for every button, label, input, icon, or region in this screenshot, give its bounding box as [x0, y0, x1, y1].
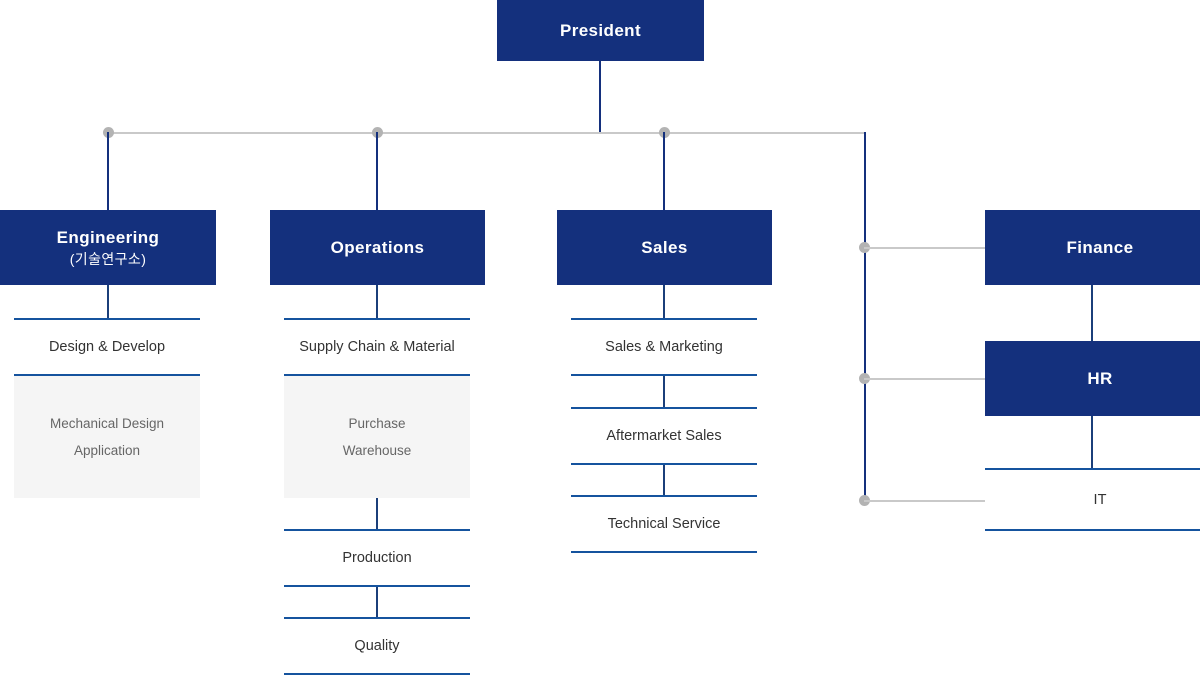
- connector-hr-to-it: [1091, 416, 1093, 469]
- hr-label: HR: [1087, 368, 1113, 388]
- org-unit-quality[interactable]: Quality: [284, 617, 470, 675]
- connector-operations-to-unit-3: [376, 587, 378, 618]
- org-node-sales[interactable]: Sales: [557, 210, 772, 285]
- production-label: Production: [342, 550, 412, 566]
- engineering-label: Engineering: [56, 227, 160, 247]
- connector-drop-operations: [376, 132, 378, 210]
- connector-right-spine: [864, 132, 866, 502]
- connector-drop-engineering: [107, 132, 109, 210]
- org-node-finance[interactable]: Finance: [985, 210, 1200, 285]
- connector-branch-it: [864, 500, 985, 502]
- org-node-hr[interactable]: HR: [985, 341, 1200, 416]
- connector-branch-finance: [864, 247, 985, 249]
- connector-branch-hr: [864, 378, 985, 380]
- finance-label: Finance: [1066, 237, 1134, 257]
- supply-chain-material-label: Supply Chain & Material: [299, 339, 455, 355]
- president-label: President: [559, 20, 642, 40]
- connector-sales-to-unit-3: [663, 465, 665, 496]
- technical-service-label: Technical Service: [607, 516, 721, 532]
- org-detail-operations: Purchase Warehouse: [284, 376, 470, 498]
- engineering-sublabel: (기술연구소): [69, 251, 147, 268]
- org-unit-design-develop[interactable]: Design & Develop: [14, 318, 200, 376]
- org-node-operations[interactable]: Operations: [270, 210, 485, 285]
- detail-warehouse: Warehouse: [342, 443, 412, 458]
- sales-marketing-label: Sales & Marketing: [605, 339, 723, 355]
- operations-label: Operations: [330, 237, 425, 257]
- org-unit-production[interactable]: Production: [284, 529, 470, 587]
- org-unit-supply-chain-material[interactable]: Supply Chain & Material: [284, 318, 470, 376]
- org-node-president[interactable]: President: [497, 0, 704, 61]
- connector-operations-to-unit-2: [376, 498, 378, 530]
- org-node-engineering[interactable]: Engineering (기술연구소): [0, 210, 216, 285]
- quality-label: Quality: [354, 638, 400, 654]
- connector-operations-to-unit-1: [376, 285, 378, 319]
- connector-president-drop: [599, 61, 601, 134]
- sales-label: Sales: [641, 237, 688, 257]
- connector-sales-to-unit-1: [663, 285, 665, 319]
- org-unit-technical-service[interactable]: Technical Service: [571, 495, 757, 553]
- org-unit-aftermarket-sales[interactable]: Aftermarket Sales: [571, 407, 757, 465]
- detail-purchase: Purchase: [348, 415, 406, 431]
- org-unit-it[interactable]: IT: [985, 468, 1200, 531]
- design-develop-label: Design & Develop: [48, 339, 166, 355]
- aftermarket-sales-label: Aftermarket Sales: [606, 428, 722, 444]
- connector-sales-to-unit-2: [663, 376, 665, 408]
- connector-finance-to-hr: [1091, 285, 1093, 341]
- connector-engineering-to-unit-1: [107, 285, 109, 319]
- it-label: IT: [1093, 491, 1107, 508]
- connector-drop-sales: [663, 132, 665, 210]
- org-unit-sales-marketing[interactable]: Sales & Marketing: [571, 318, 757, 376]
- connector-horizontal-bus: [108, 132, 866, 134]
- detail-application: Application: [73, 443, 141, 458]
- detail-mechanical-design: Mechanical Design: [49, 415, 165, 431]
- org-detail-engineering: Mechanical Design Application: [14, 376, 200, 498]
